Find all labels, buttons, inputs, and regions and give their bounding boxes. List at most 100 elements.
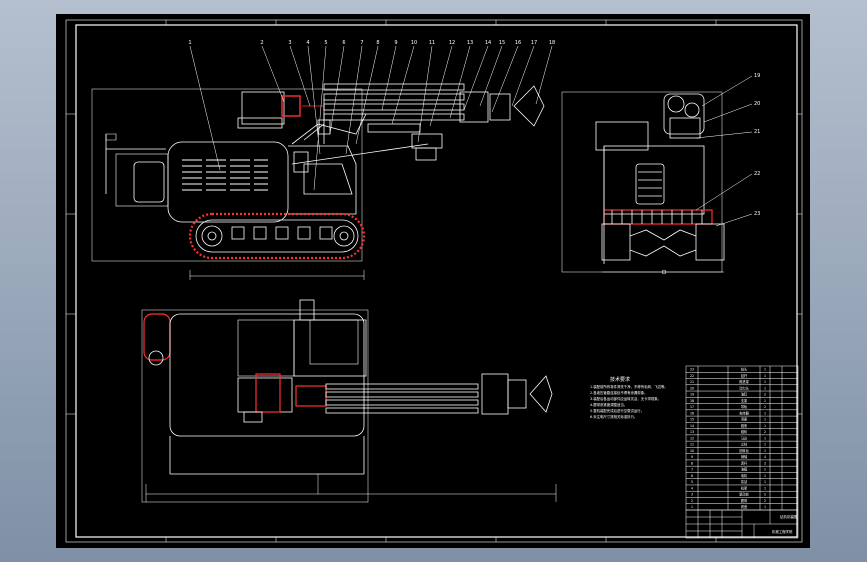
- tech-note-line: 2.各液压管路连接处不得有渗漏现象。: [590, 390, 647, 395]
- part-name: 钻杆: [741, 373, 748, 378]
- drawing-name: 钻机总装图: [780, 514, 798, 519]
- drawing-sheet[interactable]: 1 2 3 4 5 6 7 8 9 10 11 12 13 14 15 16 1…: [56, 14, 810, 548]
- part-number: 8: [691, 461, 693, 465]
- part-name: 底盘: [741, 504, 748, 509]
- balloon-15: 15: [499, 40, 505, 46]
- part-quantity: 1: [764, 449, 766, 453]
- balloon-row-front: 1 2 3 4 5 6 7 8 9 10 11 12 13 14 15 16 1…: [188, 40, 555, 46]
- part-name: 链条: [741, 423, 748, 428]
- side-view-leaders: [695, 75, 753, 227]
- part-number: 19: [690, 393, 694, 397]
- part-name: 机架: [741, 485, 748, 490]
- part-number: 14: [690, 424, 694, 428]
- balloon-side-3: 21: [754, 129, 760, 135]
- part-quantity: 2: [764, 493, 766, 497]
- part-quantity: 2: [764, 393, 766, 397]
- part-name: 油箱: [741, 467, 748, 472]
- part-quantity: 2: [764, 405, 766, 409]
- part-name: 钻头: [741, 367, 748, 372]
- balloon-16: 16: [515, 40, 521, 46]
- balloon-12: 12: [449, 40, 455, 46]
- part-quantity: 1: [764, 486, 766, 490]
- part-quantity: 1: [764, 505, 766, 509]
- balloon-11: 11: [429, 40, 435, 46]
- part-quantity: 1: [764, 474, 766, 478]
- outer-frame: [65, 19, 803, 543]
- assembly-drawing: 1 2 3 4 5 6 7 8 9 10 11 12 13 14 15 16 1…: [65, 19, 803, 543]
- part-name: 履带: [741, 498, 748, 503]
- part-number: 4: [691, 486, 693, 490]
- engine-cover: [167, 141, 289, 223]
- part-quantity: 1: [764, 443, 766, 447]
- inner-frame: [75, 24, 798, 538]
- part-number: 16: [690, 411, 694, 415]
- part-number: 21: [690, 380, 694, 384]
- part-number: 7: [691, 468, 693, 472]
- part-number: 1: [691, 505, 693, 509]
- tech-note-line: 5.整机装配完成后进行空载试运行。: [590, 408, 644, 413]
- left-track-section: [601, 223, 631, 261]
- part-quantity: 1: [764, 386, 766, 390]
- part-quantity: 1: [764, 436, 766, 440]
- part-number: 20: [690, 386, 694, 390]
- tech-notes-title: 技术要求: [610, 376, 630, 383]
- front-view: [91, 83, 545, 280]
- organization-name: 机械工程学院: [772, 529, 793, 534]
- right-track-section: [695, 223, 725, 261]
- part-quantity: 1: [764, 468, 766, 472]
- part-name: 油缸: [741, 392, 748, 397]
- tech-note-line: 6.未注明尺寸按相关标准执行。: [590, 414, 637, 419]
- part-number: 18: [690, 399, 694, 403]
- part-quantity: 2: [764, 461, 766, 465]
- motor: [635, 163, 665, 205]
- balloon-8: 8: [376, 40, 379, 46]
- part-number: 2: [691, 499, 693, 503]
- balloon-10: 10: [411, 40, 417, 46]
- balloon-14: 14: [485, 40, 491, 46]
- part-number: 10: [690, 449, 694, 453]
- balloon-1: 1: [188, 40, 191, 46]
- part-name: 动力头: [739, 385, 749, 390]
- part-number: 23: [690, 368, 694, 372]
- balloon-2: 2: [260, 40, 263, 46]
- balloon-4: 4: [306, 40, 309, 46]
- side-view: [561, 91, 725, 275]
- tech-note-line: 4.履带张紧度调整适当。: [590, 402, 627, 407]
- balloon-5: 5: [324, 40, 327, 46]
- part-number: 17: [690, 405, 694, 409]
- part-name: 支架: [741, 398, 748, 403]
- part-name: 导轨: [741, 404, 748, 409]
- part-quantity: 1: [764, 480, 766, 484]
- balloon-col-side: 19 20 21 22 23: [754, 73, 760, 217]
- part-quantity: 1: [764, 418, 766, 422]
- balloon-3: 3: [288, 40, 291, 46]
- part-quantity: 1: [764, 368, 766, 372]
- balloon-side-2: 20: [754, 101, 760, 107]
- part-quantity: 1: [764, 411, 766, 415]
- part-number: 5: [691, 480, 693, 484]
- part-number: 12: [690, 436, 694, 440]
- title-block: 钻机总装图 机械工程学院: [685, 509, 799, 539]
- part-name: 电机: [741, 473, 748, 478]
- part-number: 6: [691, 474, 693, 478]
- tech-note-line: 1.装配前所有零件清洗干净，不得有毛刺、飞边等。: [590, 384, 668, 389]
- top-view: [141, 299, 557, 503]
- drill-head: [241, 91, 285, 125]
- balloon-7: 7: [360, 40, 363, 46]
- part-number: 11: [690, 443, 694, 447]
- part-quantity: 1: [764, 380, 766, 384]
- balloon-13: 13: [467, 40, 473, 46]
- part-number: 22: [690, 374, 694, 378]
- part-name: 驱动轮: [739, 492, 749, 497]
- part-name: 夹持器: [739, 410, 749, 415]
- part-name: 链轮: [741, 429, 748, 434]
- part-quantity: 2: [764, 430, 766, 434]
- part-name: 立柱: [741, 442, 748, 447]
- part-number: 15: [690, 418, 694, 422]
- part-name: 销轴: [741, 454, 747, 459]
- part-name: 连杆: [741, 460, 748, 465]
- part-number: 3: [691, 493, 693, 497]
- tech-note-line: 3.装配后各运动部件应运转灵活，无卡滞现象。: [590, 396, 661, 401]
